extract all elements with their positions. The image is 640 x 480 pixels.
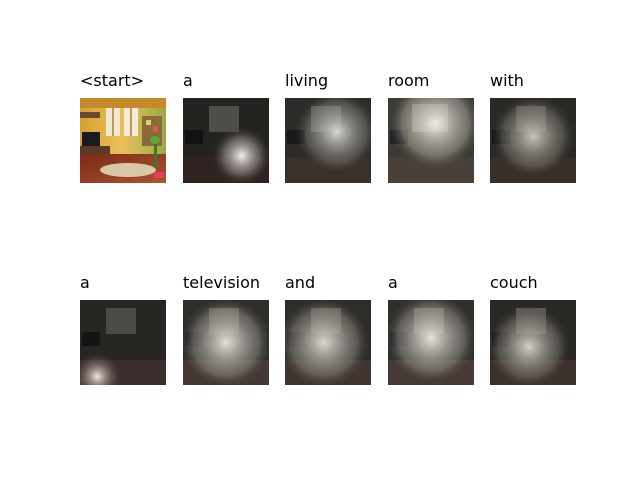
token-word: with — [490, 71, 524, 90]
token-word: a — [183, 71, 193, 90]
attention-map — [388, 300, 474, 385]
token-word: and — [285, 273, 316, 292]
token-word: a — [80, 273, 90, 292]
attention-map-svg — [388, 300, 474, 385]
token-word: room — [388, 71, 430, 90]
original-image-svg — [80, 98, 166, 183]
attention-map — [183, 98, 269, 183]
attention-map — [490, 98, 576, 183]
token-word: couch — [490, 273, 538, 292]
attention-map — [388, 98, 474, 183]
token-word: living — [285, 71, 329, 90]
attention-map-svg — [388, 98, 474, 183]
attention-map-svg — [183, 98, 269, 183]
attention-map-svg — [285, 98, 371, 183]
attention-map — [80, 300, 166, 385]
attention-map — [285, 98, 371, 183]
attention-map-svg — [490, 98, 576, 183]
living-room-image — [80, 98, 166, 183]
attention-map — [285, 300, 371, 385]
attention-map — [490, 300, 576, 385]
attention-map-svg — [285, 300, 371, 385]
token-word: <start> — [80, 71, 145, 90]
attention-map — [183, 300, 269, 385]
token-word: a — [388, 273, 398, 292]
token-word: television — [183, 273, 261, 292]
attention-map-svg — [183, 300, 269, 385]
attention-map-svg — [80, 300, 166, 385]
attention-map-svg — [490, 300, 576, 385]
